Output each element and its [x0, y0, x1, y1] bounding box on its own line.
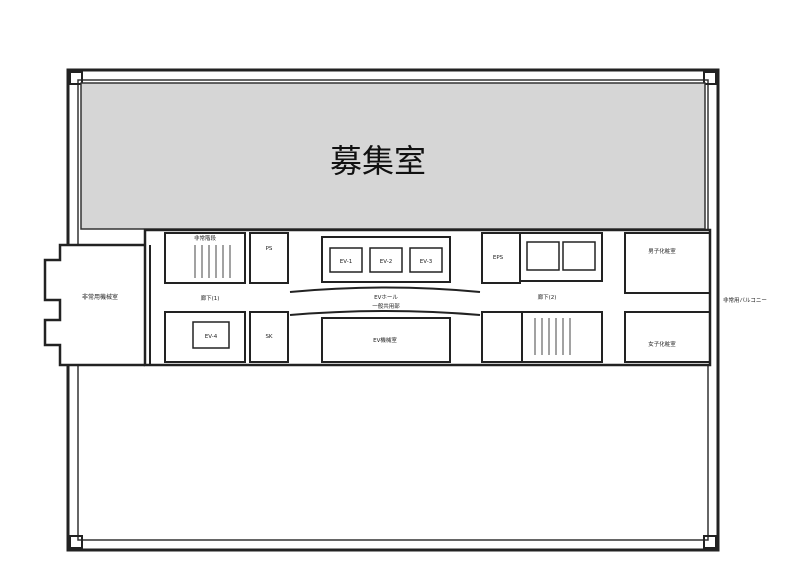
elevator-bank-2 [519, 232, 603, 282]
mens-toilet-label: 男子化粧室 [648, 247, 676, 255]
elevator-2 [369, 247, 403, 273]
womens-toilet [624, 311, 711, 363]
columns [69, 71, 717, 549]
freight-elevator [192, 321, 230, 349]
ev4-label: EV-4 [205, 334, 218, 340]
mens-toilet [624, 232, 711, 294]
ev-hall-sub-label: 一般共用部 [372, 302, 400, 310]
left-annex-label: 非常用機械室 [82, 293, 118, 301]
elevator-bank [321, 236, 451, 283]
machine-room [321, 317, 451, 363]
ev2-label: EV-2 [380, 259, 392, 265]
womens-toilet-label: 女子化粧室 [648, 340, 676, 348]
elevator-5 [562, 241, 596, 271]
freight-ev-room [164, 311, 246, 363]
corridor-wall-upper [289, 286, 481, 293]
elevator-3 [409, 247, 443, 273]
sk-room [249, 311, 289, 363]
featured-room-area[interactable] [80, 82, 706, 230]
balcony-label: 非常用バルコニー [723, 296, 767, 304]
core [143, 228, 712, 367]
machine-room-label: EV機械室 [373, 336, 397, 344]
ev-hall-label: EVホール [374, 294, 398, 301]
sk-label: SK [265, 334, 272, 340]
elevator-4 [526, 241, 560, 271]
stair-lower [521, 311, 603, 363]
ev3-label: EV-3 [420, 259, 433, 265]
elevator-1 [329, 247, 363, 273]
featured-room-label: 募集室 [330, 142, 426, 180]
eps-label: EPS [493, 255, 504, 261]
ps-label: PS [266, 246, 273, 252]
ev1-label: EV-1 [340, 259, 352, 265]
stair-upper [164, 232, 246, 284]
left-annex [43, 243, 145, 367]
ps-room [249, 232, 289, 284]
stair-label: 非常階段 [194, 234, 217, 242]
corridor-1-label: 廊下(1) [201, 294, 220, 302]
stair-icon [194, 245, 571, 355]
corridor-wall-lower [289, 310, 481, 316]
corridor-2-label: 廊下(2) [538, 293, 557, 301]
